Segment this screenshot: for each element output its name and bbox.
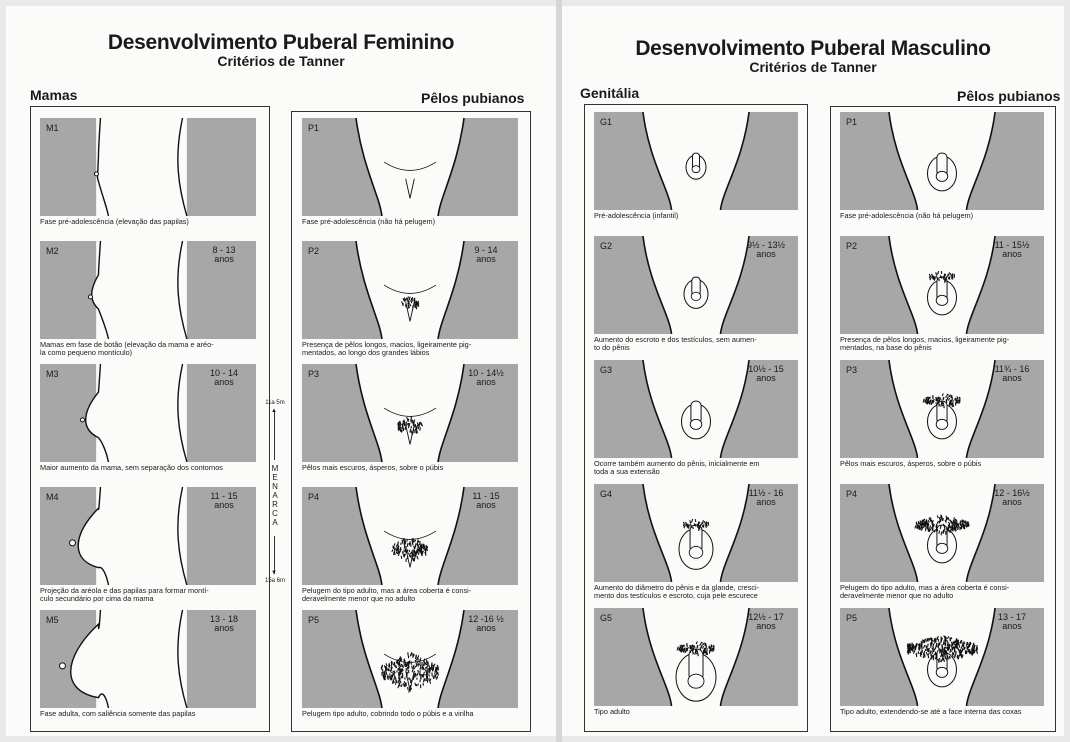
male-pelos-code: P3 [846, 365, 857, 375]
male-pelos-illustration: P5 13 - 17 anos [840, 608, 1044, 706]
male-pelos-code: P2 [846, 241, 857, 251]
male-pelos-age-range: 11 - 15½ anos [988, 241, 1036, 259]
female-pelos-illustration: P5 12 -16 ½ anos [302, 610, 518, 708]
menarca-range: 11a 5m ▲ M E N A R C A ▼ 15a 6m [264, 386, 286, 596]
male-pelos-caption: Tipo adulto, extendendo-se até a face in… [840, 708, 1021, 716]
mama-age-range: 8 - 13 anos [200, 246, 248, 264]
male-pelos-illustration: P2 11 - 15½ anos [840, 236, 1044, 334]
male-subtitle: Critérios de Tanner [562, 59, 1064, 75]
female-pelos-illustration: P4 11 - 15 anos [302, 487, 518, 585]
mama-code: M2 [46, 246, 59, 256]
genitalia-illustration: G4 11½ - 16 anos [594, 484, 798, 582]
mama-code: M1 [46, 123, 59, 133]
male-pelos-age-range: 12 - 16½ anos [988, 489, 1036, 507]
mama-illustration: M3 10 - 14 anos [40, 364, 256, 462]
mama-caption: Mamas em fase de botão (elevação da mama… [40, 341, 214, 357]
male-pelos-caption: Presença de pêlos longos, macios, ligeir… [840, 336, 1009, 352]
mama-caption: Fase adulta, com saliência somente das p… [40, 710, 195, 718]
mama-age-range: 13 - 18 anos [200, 615, 248, 633]
genitalia-code: G4 [600, 489, 612, 499]
mama-code: M4 [46, 492, 59, 502]
genitalia-illustration: G3 10½ - 15 anos [594, 360, 798, 458]
mama-age-range: 10 - 14 anos [200, 369, 248, 387]
mama-drawing [40, 118, 256, 216]
male-pelos-illustration: P4 12 - 16½ anos [840, 484, 1044, 582]
mama-age-range: 11 - 15 anos [200, 492, 248, 510]
male-pelos-drawing [840, 112, 1044, 210]
female-pelos-caption: Presença de pêlos longos, macios, ligeir… [302, 341, 471, 357]
male-pelos-heading: Pêlos pubianos [957, 88, 1060, 104]
menarca-end-age: 15a 6m [264, 578, 286, 585]
genitalia-age-range: 12½ - 17 anos [742, 613, 790, 631]
genitalia-code: G3 [600, 365, 612, 375]
mamas-heading: Mamas [30, 87, 77, 103]
female-pelos-age-range: 9 - 14 anos [462, 246, 510, 264]
male-pelos-illustration: P1 [840, 112, 1044, 210]
mama-illustration: M2 8 - 13 anos [40, 241, 256, 339]
female-pelos-code: P2 [308, 246, 319, 256]
mama-code: M5 [46, 615, 59, 625]
genitalia-heading: Genitália [580, 85, 639, 101]
female-pelos-illustration: P3 10 - 14½ anos [302, 364, 518, 462]
male-pelos-code: P4 [846, 489, 857, 499]
female-subtitle: Critérios de Tanner [6, 53, 556, 69]
male-pelos-caption: Pelugem do tipo adulto, mas a área cober… [840, 584, 1009, 600]
genitalia-age-range: 9½ - 13½ anos [742, 241, 790, 259]
female-pelos-caption: Pelugem do tipo adulto, mas a área cober… [302, 587, 471, 603]
male-pelos-age-range: 13 - 17 anos [988, 613, 1036, 631]
male-pelos-code: P5 [846, 613, 857, 623]
genitalia-illustration: G2 9½ - 13½ anos [594, 236, 798, 334]
female-pelos-age-range: 10 - 14½ anos [462, 369, 510, 387]
female-pelos-code: P4 [308, 492, 319, 502]
mama-illustration: M1 [40, 118, 256, 216]
menarca-label: M E N A R C A [264, 464, 286, 527]
mama-caption: Projeção da aréola e das papilas para fo… [40, 587, 209, 603]
male-pelos-caption: Pêlos mais escuros, ásperos, sobre o púb… [840, 460, 981, 468]
mama-illustration: M5 13 - 18 anos [40, 610, 256, 708]
mama-code: M3 [46, 369, 59, 379]
female-title: Desenvolvimento Puberal Feminino [6, 32, 556, 54]
female-pelos-age-range: 11 - 15 anos [462, 492, 510, 510]
female-pelos-caption: Pêlos mais escuros, ásperos, sobre o púb… [302, 464, 443, 472]
female-pelos-heading: Pêlos pubianos [421, 90, 524, 106]
male-pelos-code: P1 [846, 117, 857, 127]
female-pelos-code: P5 [308, 615, 319, 625]
genitalia-age-range: 11½ - 16 anos [742, 489, 790, 507]
genitalia-code: G1 [600, 117, 612, 127]
female-pelos-age-range: 12 -16 ½ anos [462, 615, 510, 633]
genitalia-caption: Aumento do diâmetro do pênis e da glande… [594, 584, 759, 600]
male-pelos-caption: Fase pré-adolescência (não há pelugem) [840, 212, 973, 220]
genitalia-caption: Ocorre também aumento do pênis, inicialm… [594, 460, 759, 476]
genitalia-age-range: 10½ - 15 anos [742, 365, 790, 383]
genitalia-caption: Tipo adulto [594, 708, 630, 716]
male-title: Desenvolvimento Puberal Masculino [562, 38, 1064, 60]
genitalia-illustration: G1 [594, 112, 798, 210]
genitalia-code: G5 [600, 613, 612, 623]
mama-caption: Fase pré-adolescência (elevação das papi… [40, 218, 189, 226]
female-pelos-code: P1 [308, 123, 319, 133]
female-pelos-caption: Pelugem tipo adulto, cobrindo todo o púb… [302, 710, 474, 718]
genitalia-code: G2 [600, 241, 612, 251]
genitalia-illustration: G5 12½ - 17 anos [594, 608, 798, 706]
genitalia-caption: Aumento do escroto e dos testículos, sem… [594, 336, 757, 352]
male-pelos-age-range: 11¾ - 16 anos [988, 365, 1036, 383]
female-pelos-illustration: P2 9 - 14 anos [302, 241, 518, 339]
male-chart-page: Desenvolvimento Puberal Masculino Critér… [562, 6, 1064, 736]
female-pelos-code: P3 [308, 369, 319, 379]
female-pelos-drawing [302, 118, 518, 216]
menarca-start-age: 11a 5m [264, 400, 286, 407]
female-pelos-illustration: P1 [302, 118, 518, 216]
genitalia-caption: Pré-adolescência (infantil) [594, 212, 678, 220]
mama-illustration: M4 11 - 15 anos [40, 487, 256, 585]
female-pelos-caption: Fase pré-adolescência (não há pelugem) [302, 218, 435, 226]
mama-caption: Maior aumento da mama, sem separação dos… [40, 464, 223, 472]
male-pelos-illustration: P3 11¾ - 16 anos [840, 360, 1044, 458]
genitalia-drawing [594, 112, 798, 210]
female-chart-page: Desenvolvimento Puberal Feminino Critéri… [6, 6, 556, 736]
